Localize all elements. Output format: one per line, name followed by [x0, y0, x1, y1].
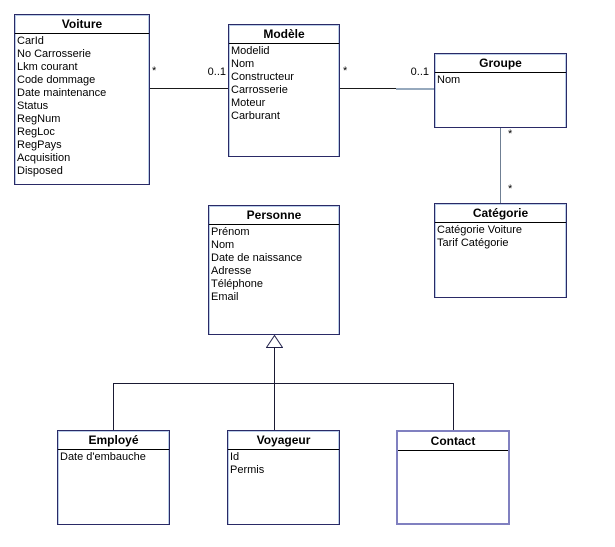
multiplicity-label: *	[508, 183, 513, 195]
multiplicity-label: *	[508, 128, 513, 140]
multiplicity-label: 0..1	[410, 66, 429, 78]
class-attributes: CarId No Carrosserie Lkm courant Code do…	[15, 34, 149, 178]
class-attribute: Tarif Catégorie	[437, 237, 509, 249]
class-attribute: Adresse	[211, 265, 252, 277]
generalization-line-voyageur[interactable]	[274, 347, 275, 430]
class-attribute: CarId	[17, 35, 44, 47]
class-box-groupe[interactable]: Groupe Nom	[434, 53, 567, 128]
class-title: Catégorie	[435, 204, 566, 223]
generalization-line-employe[interactable]	[113, 384, 114, 430]
class-box-contact[interactable]: Contact	[396, 430, 510, 525]
multiplicity-label: *	[343, 65, 348, 77]
class-attributes: Prénom Nom Date de naissance Adresse Tél…	[209, 225, 339, 304]
class-attribute: Lkm courant	[17, 61, 78, 73]
class-title: Voyageur	[228, 431, 339, 450]
class-box-modele[interactable]: Modèle Modelid Nom Constructeur Carrosse…	[228, 24, 340, 157]
class-box-voyageur[interactable]: Voyageur Id Permis	[227, 430, 340, 525]
class-attribute: Status	[17, 100, 49, 112]
class-attribute: Code dommage	[17, 74, 96, 86]
class-attribute: Id	[230, 451, 240, 463]
class-attribute: Carburant	[231, 110, 280, 122]
class-box-employe[interactable]: Employé Date d'embauche	[57, 430, 170, 525]
class-attributes: Catégorie Voiture Tarif Catégorie	[435, 223, 566, 250]
class-attribute: Permis	[230, 464, 265, 476]
class-attribute: Prénom	[211, 226, 250, 238]
class-attribute: Date d'embauche	[60, 451, 146, 463]
class-attribute: Disposed	[17, 165, 63, 177]
class-attribute: RegNum	[17, 113, 61, 125]
association-line-groupe-categorie[interactable]	[500, 128, 501, 203]
class-attribute: Date maintenance	[17, 87, 107, 99]
class-attribute: Constructeur	[231, 71, 294, 83]
class-attribute: Nom	[231, 58, 255, 70]
class-box-voiture[interactable]: Voiture CarId No Carrosserie Lkm courant…	[14, 14, 150, 185]
class-title: Modèle	[229, 25, 339, 44]
class-attributes: Modelid Nom Constructeur Carrosserie Mot…	[229, 44, 339, 123]
class-attribute: No Carrosserie	[17, 48, 91, 60]
association-line-voiture-modele[interactable]	[150, 88, 228, 89]
class-attributes: Date d'embauche	[58, 450, 169, 464]
association-line-modele-groupe-segment[interactable]	[396, 88, 434, 90]
class-attribute: Date de naissance	[211, 252, 303, 264]
class-attribute: Nom	[437, 74, 461, 86]
class-title: Employé	[58, 431, 169, 450]
class-box-categorie[interactable]: Catégorie Catégorie Voiture Tarif Catégo…	[434, 203, 567, 298]
class-attribute: Modelid	[231, 45, 270, 57]
class-title: Groupe	[435, 54, 566, 73]
class-attributes	[398, 451, 508, 452]
class-title: Personne	[209, 206, 339, 225]
class-title: Contact	[398, 432, 508, 451]
class-attribute: Email	[211, 291, 239, 303]
class-attribute: Carrosserie	[231, 84, 288, 96]
class-box-personne[interactable]: Personne Prénom Nom Date de naissance Ad…	[208, 205, 340, 335]
class-attributes: Nom	[435, 73, 566, 87]
multiplicity-label: 0..1	[207, 66, 226, 78]
class-attribute: RegLoc	[17, 126, 55, 138]
generalization-line-contact[interactable]	[453, 384, 454, 430]
class-title: Voiture	[15, 15, 149, 34]
class-attribute: Moteur	[231, 97, 266, 109]
class-attribute: Catégorie Voiture	[437, 224, 522, 236]
generalization-line-horizontal[interactable]	[113, 383, 454, 384]
class-attribute: RegPays	[17, 139, 62, 151]
class-attribute: Acquisition	[17, 152, 71, 164]
association-line-modele-groupe[interactable]	[340, 88, 397, 89]
class-attribute: Nom	[211, 239, 235, 251]
class-attribute: Téléphone	[211, 278, 263, 290]
multiplicity-label: *	[152, 65, 157, 77]
class-attributes: Id Permis	[228, 450, 339, 477]
